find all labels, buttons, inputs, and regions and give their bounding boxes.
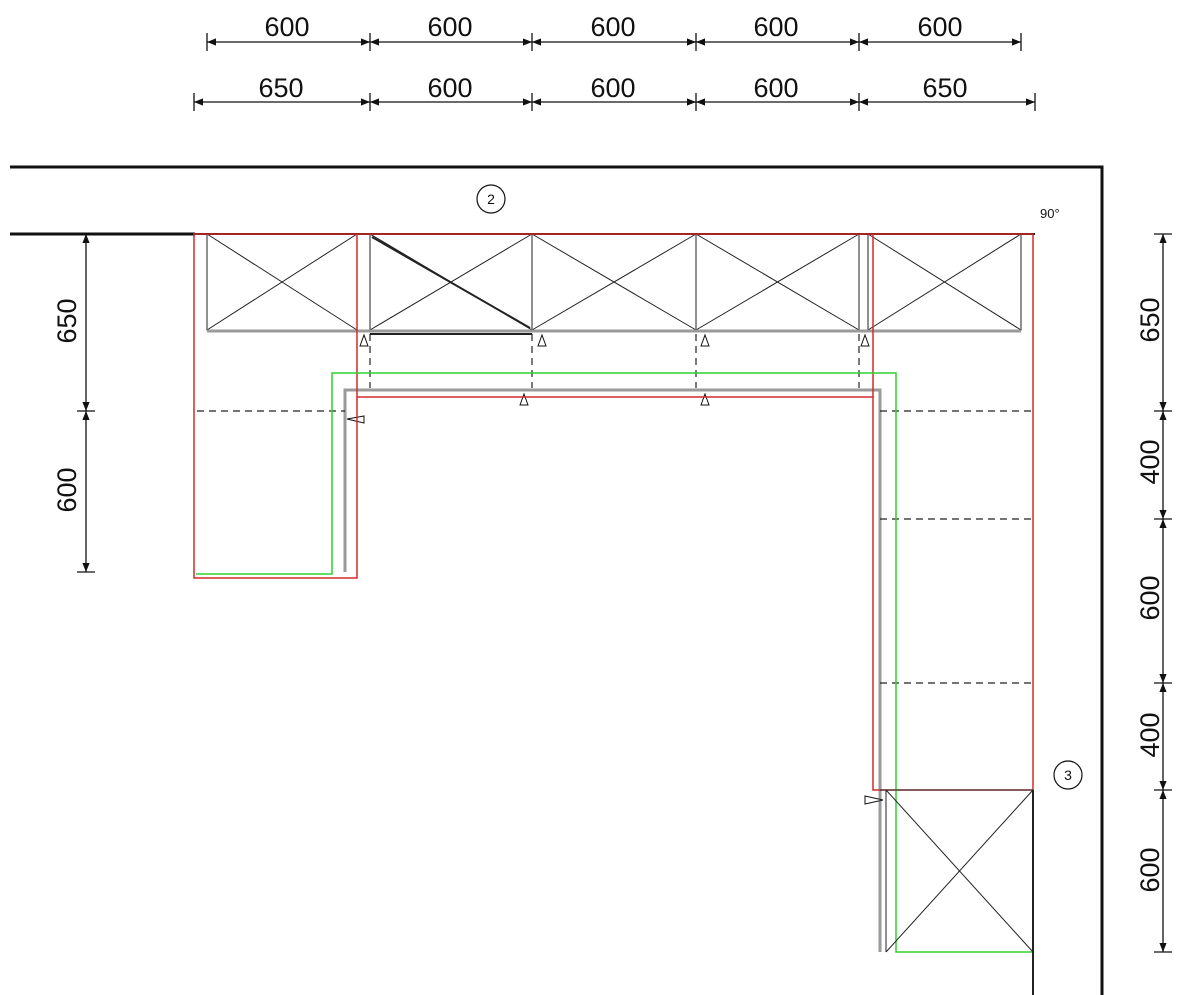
dim-top1-1: 600	[264, 12, 309, 42]
dimension-labels-top-row-1: 600 600 600 600 600	[264, 12, 962, 42]
dim-top2-5: 650	[922, 73, 967, 103]
dim-top1-3: 600	[590, 12, 635, 42]
dimension-labels-left-column: 650 600	[52, 298, 82, 512]
hinge-markers	[346, 333, 884, 805]
dimension-lines	[77, 33, 1172, 953]
top-cabinets	[206, 233, 1022, 335]
worktop-outline-green	[196, 372, 1033, 953]
dim-top1-4: 600	[753, 12, 798, 42]
dimension-labels-right-column: 650 400 600 400 600	[1135, 297, 1165, 892]
cabinet-outline-red	[193, 233, 1034, 791]
dim-top2-1: 650	[258, 73, 303, 103]
wall-marker-3-label: 3	[1064, 767, 1072, 783]
dim-left-1: 650	[52, 298, 82, 343]
walls	[10, 165, 1104, 995]
dim-left-2: 600	[52, 467, 82, 512]
dim-right-3: 600	[1135, 575, 1165, 620]
wall-top	[10, 165, 1104, 995]
dim-top2-2: 600	[427, 73, 472, 103]
dim-right-5: 600	[1135, 847, 1165, 892]
dim-right-2: 400	[1135, 439, 1165, 484]
dim-right-1: 650	[1135, 297, 1165, 342]
dim-top1-2: 600	[427, 12, 472, 42]
dim-top2-3: 600	[590, 73, 635, 103]
dim-top2-4: 600	[753, 73, 798, 103]
wall-marker-2-label: 2	[487, 191, 495, 207]
base-unit-divisions	[197, 334, 1033, 684]
plinth	[207, 329, 1021, 952]
dim-right-4: 400	[1135, 712, 1165, 757]
dimension-labels-top-row-2: 650 600 600 600 650	[258, 73, 967, 103]
corner-cabinet	[880, 789, 1034, 995]
angle-label: 90°	[1040, 206, 1060, 221]
dim-top1-5: 600	[917, 12, 962, 42]
wall-marker-2: 2	[476, 184, 506, 214]
wall-marker-3: 3	[1053, 760, 1083, 790]
